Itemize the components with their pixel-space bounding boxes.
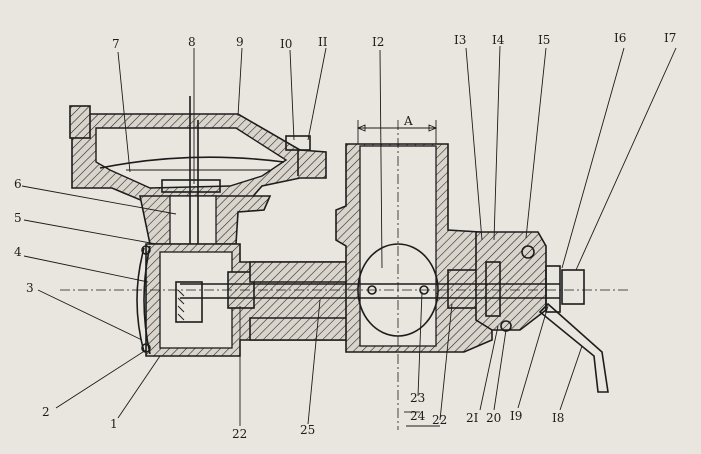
throttle-body <box>249 143 609 393</box>
label-4: 4 <box>14 245 22 259</box>
label-12: I2 <box>372 35 384 49</box>
right-gland <box>447 269 479 309</box>
label-10: I0 <box>280 37 292 51</box>
cap-screw-top <box>141 245 151 255</box>
label-13: I3 <box>454 33 466 47</box>
label-23: 23 <box>410 391 425 405</box>
tube-wall-top <box>249 261 351 283</box>
label-3: 3 <box>26 281 34 295</box>
spring-sleeve <box>485 261 501 317</box>
label-20: 20 <box>486 411 501 425</box>
right-flange <box>475 231 547 331</box>
dimension-a-label: A <box>403 114 413 128</box>
label-17: I7 <box>664 31 676 45</box>
label-9: 9 <box>236 35 244 49</box>
label-15: I5 <box>538 33 550 47</box>
end-nut <box>545 265 561 313</box>
label-18: I8 <box>552 411 564 425</box>
leader-lines <box>21 45 677 427</box>
dimension-a: A <box>356 114 438 144</box>
label-7: 7 <box>112 37 120 51</box>
tube-wall-bottom <box>249 317 351 341</box>
label-22-left: 22 <box>232 427 247 441</box>
flange-bolt <box>521 245 535 259</box>
cap-nut <box>561 269 585 305</box>
cap-screw-bottom <box>141 343 151 353</box>
label-1: 1 <box>110 417 118 431</box>
label-25: 25 <box>300 423 315 437</box>
throttle-lever <box>538 302 609 393</box>
left-cap <box>143 245 151 355</box>
label-22-right: 22 <box>432 413 447 427</box>
label-5: 5 <box>14 211 22 225</box>
label-2: 2 <box>42 405 50 419</box>
label-14: I4 <box>492 33 505 47</box>
left-screw <box>69 105 91 139</box>
valve-disc <box>161 179 221 193</box>
label-8: 8 <box>188 35 196 49</box>
diaphragm <box>99 156 285 169</box>
label-6: 6 <box>14 177 22 191</box>
label-11: II <box>318 35 328 49</box>
label-19: I9 <box>510 409 522 423</box>
diaphragm-housing <box>69 96 327 312</box>
label-24: 24 <box>410 409 426 423</box>
part-labels: 7 8 9 I0 II I2 I3 I4 I5 I6 I7 6 5 4 3 2 … <box>14 31 676 441</box>
lever <box>175 281 203 323</box>
label-16: I6 <box>614 31 626 45</box>
label-21: 2I <box>466 411 479 425</box>
